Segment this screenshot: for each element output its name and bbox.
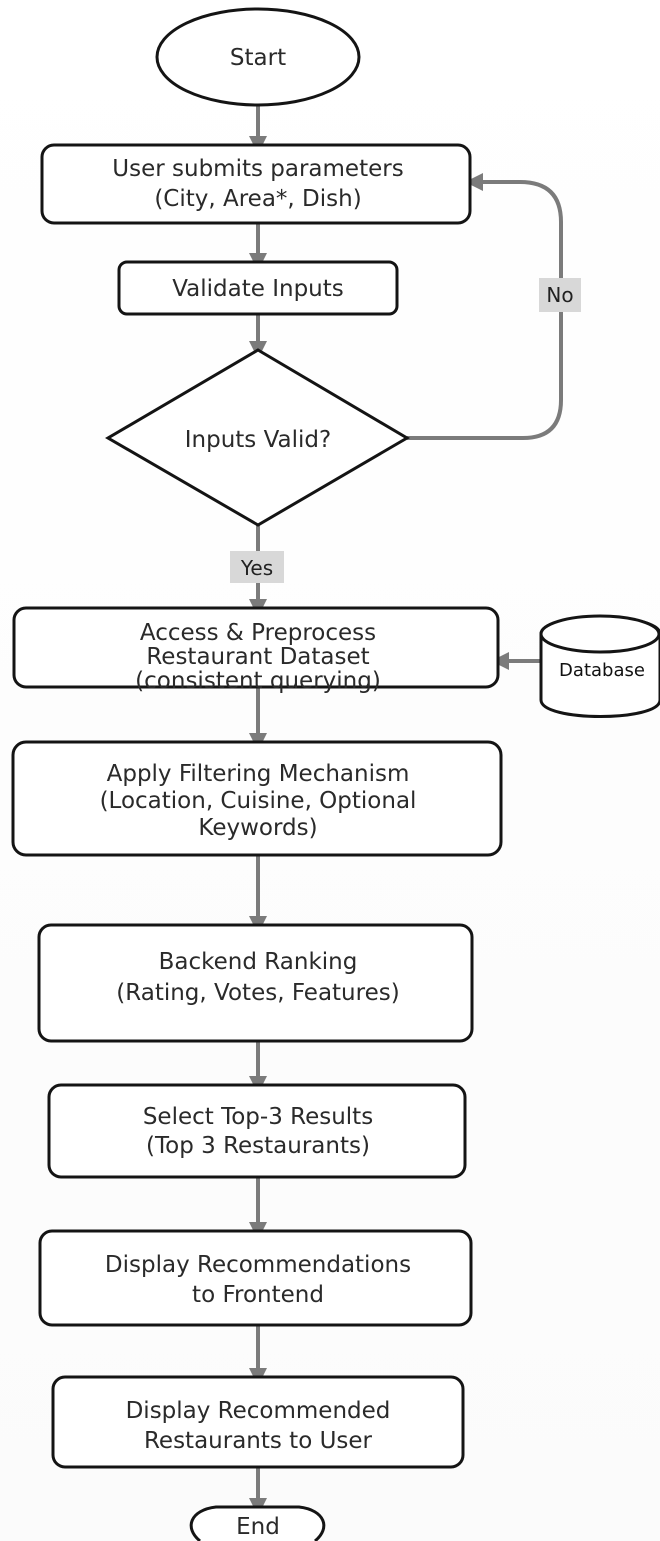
display-user-shape [51,1375,465,1469]
no-label: No [539,278,581,312]
display-frontend-shape [38,1229,473,1327]
filtering-line2: (Location, Cuisine, Optional [100,788,417,814]
database-node: Database [539,614,660,718]
yes-label: Yes [230,551,284,583]
end-node-text: End [236,1514,280,1540]
end-node: End [189,1505,326,1541]
select-results-node: Select Top-3 Results (Top 3 Restaurants) [47,1083,467,1179]
access-preprocess-shape [12,606,500,689]
display-frontend-line2: to Frontend [192,1282,324,1308]
database-node-text: Database [559,660,645,681]
display-user-node: Display Recommended Restaurants to User [51,1375,465,1469]
yes-label-background [230,551,284,583]
start-node-text: Start [230,45,286,71]
yes-label-text: Yes [240,556,273,580]
validate-inputs-text: Validate Inputs [172,276,344,302]
backend-ranking-line2: (Rating, Votes, Features) [116,980,399,1006]
access-preprocess-line2: Restaurant Dataset [146,644,369,670]
submit-parameters-shape [40,143,472,225]
display-user-line1: Display Recommended [126,1398,391,1424]
display-frontend-line1: Display Recommendations [105,1252,411,1278]
backend-ranking-node: Backend Ranking (Rating, Votes, Features… [37,923,474,1043]
filtering-shape [11,740,503,857]
no-label-background [539,278,581,312]
inputs-valid-decision-text: Inputs Valid? [185,427,331,453]
validate-inputs-shape [117,260,399,316]
start-terminal-shape [155,7,361,107]
access-preprocess-line3: (consistent querying) [135,668,381,694]
backend-ranking-shape [37,923,474,1043]
select-results-line2: (Top 3 Restaurants) [146,1133,370,1159]
select-results-shape [47,1083,467,1179]
display-user-line2: Restaurants to User [144,1428,373,1454]
start-node: Start [155,7,361,107]
access-preprocess-line1: Access & Preprocess [140,620,376,646]
filtering-node: Apply Filtering Mechanism (Location, Cui… [11,740,503,857]
submit-parameters-node: User submits parameters (City, Area*, Di… [40,143,472,225]
access-preprocess-node: Access & Preprocess Restaurant Dataset (… [12,606,500,694]
validate-inputs-node: Validate Inputs [117,260,399,316]
inputs-valid-diamond-shape [105,348,410,527]
filtering-line1: Apply Filtering Mechanism [107,761,410,787]
submit-parameters-line2: (City, Area*, Dish) [154,186,361,212]
inputs-valid-decision-node: Inputs Valid? [105,348,410,527]
end-terminal-shape [189,1505,326,1541]
filtering-line3: Keywords) [198,815,317,841]
database-cylinder-top [539,614,660,654]
display-frontend-node: Display Recommendations to Frontend [38,1229,473,1327]
no-label-text: No [546,283,573,307]
submit-parameters-line1: User submits parameters [112,156,403,182]
backend-ranking-line1: Backend Ranking [159,949,358,975]
select-results-line1: Select Top-3 Results [143,1104,373,1130]
